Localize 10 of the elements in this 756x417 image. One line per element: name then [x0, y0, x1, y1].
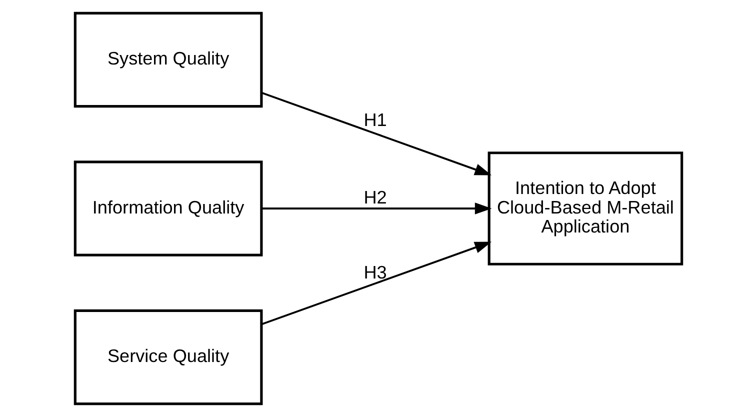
- edge-label: H1: [363, 110, 386, 130]
- node-box: Information Quality: [73, 160, 262, 256]
- edge-label: H2: [363, 188, 386, 208]
- edge-label: H3: [363, 262, 386, 283]
- arrow: [260, 242, 492, 326]
- node-box: Intention to Adopt Cloud-Based M-Retail Application: [487, 152, 683, 266]
- arrow: [260, 92, 492, 176]
- arrow: [261, 202, 492, 214]
- node-box: System Quality: [73, 12, 262, 108]
- node-box: Service Quality: [73, 309, 262, 406]
